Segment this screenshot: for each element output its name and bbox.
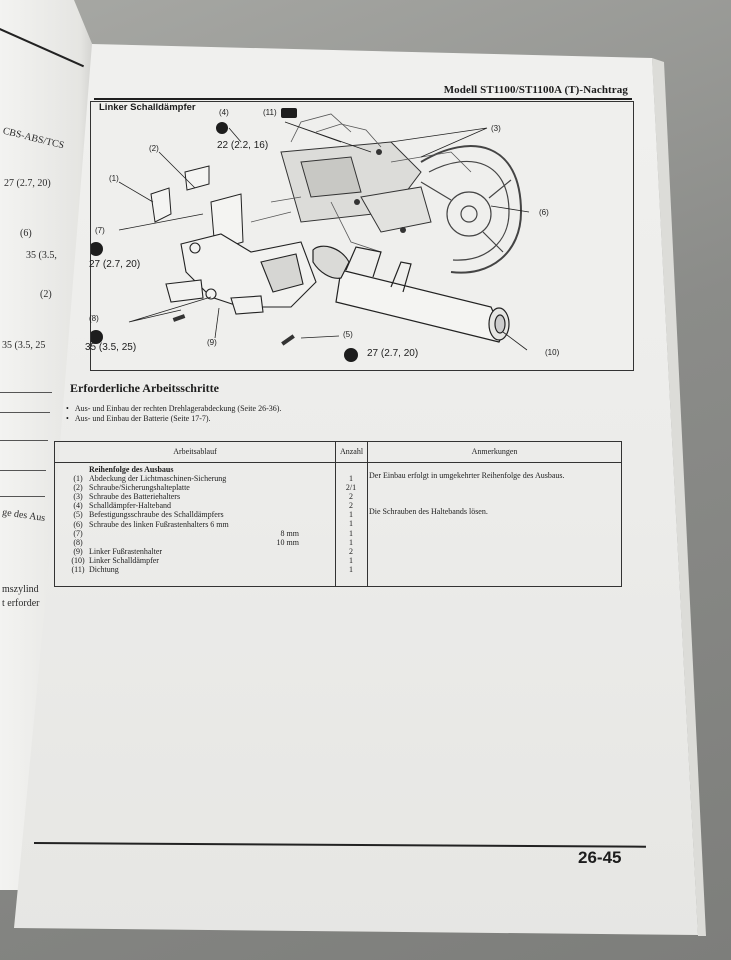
previous-page-text: t erforder (2, 598, 40, 609)
previous-page-line (0, 470, 46, 471)
callout-label: (4) (219, 108, 229, 117)
previous-page-text: (6) (20, 228, 32, 239)
header-rule (94, 98, 632, 100)
table-row: (4) Schalldämpfer-Halteband (67, 501, 357, 510)
table-row: (11) Dichtung (67, 565, 357, 574)
previous-page-text: mszylind (2, 584, 39, 595)
row-number: (6) (73, 519, 83, 529)
table-row: (7) 8 mm (67, 529, 357, 538)
callout-label: (7) (95, 226, 105, 235)
torque-value: 22 (2.2, 16) (217, 140, 269, 151)
diagram-drawing (91, 108, 530, 362)
row-number: (4) (73, 501, 83, 511)
column-header-qty: Anzahl (336, 442, 367, 463)
table-row: (10) Linker Schalldämpfer (67, 556, 357, 565)
row-quantity: 2 (349, 492, 353, 502)
column-divider (335, 442, 336, 586)
row-number: (1) (73, 474, 83, 484)
callout-label: (1) (109, 174, 119, 183)
row-quantity: 1 (349, 519, 353, 529)
remark-text: Der Einbau erfolgt in umgekehrter Reihen… (369, 471, 565, 480)
row-description: Schraube des Batteriehalters (89, 492, 181, 502)
row-description: Schraube des linken Fußrastenhalters 6 m… (89, 519, 229, 529)
row-description: Dichtung (89, 565, 119, 575)
previous-page-text: 35 (3.5, 25 (2, 340, 46, 351)
row-quantity: 1 (349, 528, 353, 538)
callout-label: (6) (539, 208, 549, 217)
callout-label: (8) (89, 314, 99, 323)
torque-value: 35 (3.5, 25) (85, 342, 137, 353)
section-title: Erforderliche Arbeitsschritte (70, 381, 219, 395)
callout-label: (5) (343, 330, 353, 339)
required-step: Aus- und Einbau der Batterie (Seite 17-7… (66, 414, 281, 424)
row-quantity: 1 (349, 474, 353, 483)
quantity-column: 1 2/1 2 2 1 1 1 1 2 1 1 (335, 474, 367, 574)
page-header-title: Modell ST1100/ST1100A (T)-Nachtrag (443, 84, 628, 96)
table-row: (1) Abdeckung der Lichtmaschinen-Sicheru… (67, 474, 357, 483)
previous-page-line (0, 496, 45, 497)
row-quantity: 1 (349, 564, 353, 574)
callout-label: (10) (545, 348, 560, 357)
row-description: Abdeckung der Lichtmaschinen-Sicherung (89, 474, 227, 484)
remark-text: Die Schrauben des Haltebands lösen. (369, 507, 488, 516)
required-steps-list: Aus- und Einbau der rechten Drehlagerabd… (66, 404, 282, 424)
callout-label: (11) (263, 108, 277, 117)
row-number: (8) (73, 537, 83, 547)
diagram-title: Linker Schalldämpfer (99, 102, 196, 113)
previous-page-line (0, 412, 50, 413)
table-row: (5) Befestigungsschraube des Schalldämpf… (67, 510, 357, 519)
table-row: (2) Schraube/Sicherungshalteplatte (67, 483, 357, 492)
row-description: 8 mm (280, 528, 299, 538)
previous-page-text: 27 (2.7, 20) (4, 178, 51, 189)
row-number: (11) (71, 565, 85, 575)
callout-label: (9) (207, 338, 217, 347)
row-number: (2) (73, 483, 83, 493)
column-header-work: Arbeitsablauf (55, 442, 335, 463)
previous-page-text: (2) (40, 289, 52, 300)
row-number: (9) (73, 546, 83, 556)
previous-page-line (0, 440, 48, 441)
column-header-remarks: Anmerkungen (368, 442, 621, 463)
table-row: (9) Linker Fußrastenhalter (67, 547, 357, 556)
row-quantity: 1 (349, 555, 353, 565)
row-quantity: 2 (349, 546, 353, 556)
row-number: (5) (73, 510, 83, 520)
table-row: Reihenfolge des Ausbaus (67, 465, 357, 474)
work-procedure-table: Arbeitsablauf Anzahl Anmerkungen Reihenf… (54, 441, 622, 587)
row-number: (10) (71, 555, 85, 565)
previous-page-line (0, 392, 52, 393)
table-row: (6) Schraube des linken Fußrastenhalters… (67, 520, 357, 529)
row-description: Schraube/Sicherungshalteplatte (89, 483, 190, 493)
row-quantity: 2/1 (345, 483, 357, 493)
row-description: Linker Fußrastenhalter (89, 546, 163, 556)
group-title: Reihenfolge des Ausbaus (89, 465, 174, 474)
required-step: Aus- und Einbau der rechten Drehlagerabd… (66, 404, 282, 414)
row-quantity: 2 (349, 501, 353, 511)
row-description: 10 mm (276, 537, 299, 547)
row-number: (7) (73, 528, 83, 538)
row-quantity: 1 (349, 537, 353, 547)
row-quantity: 1 (349, 510, 353, 520)
torque-value: 27 (2.7, 20) (89, 259, 141, 270)
exhaust-diagram: Linker Schalldämpfer (1) (2) (3) (4) (5)… (85, 101, 634, 371)
row-number: (3) (73, 492, 83, 502)
table-rows: Reihenfolge des Ausbaus (1) Abdeckung de… (67, 465, 357, 574)
row-description: Linker Schalldämpfer (89, 555, 159, 565)
page-number: 26-45 (578, 848, 622, 867)
table-row: (8) 10 mm (67, 538, 357, 547)
callout-label: (3) (491, 124, 501, 133)
callout-label: (2) (149, 144, 159, 153)
row-description: Befestigungsschraube des Schalldämpfers (89, 510, 224, 520)
column-divider (367, 442, 368, 586)
table-row: (3) Schraube des Batteriehalters (67, 492, 357, 501)
row-description: Schalldämpfer-Halteband (89, 501, 172, 511)
torque-value: 27 (2.7, 20) (367, 348, 419, 359)
previous-page-text: 35 (3.5, (26, 250, 57, 261)
